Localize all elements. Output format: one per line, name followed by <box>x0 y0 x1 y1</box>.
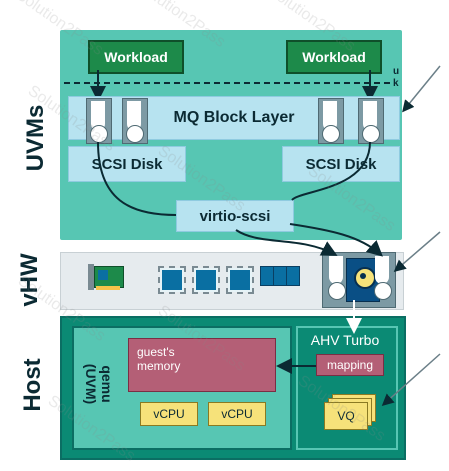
workload-left: Workload <box>88 40 184 74</box>
virtio-scsi: virtio-scsi <box>176 200 294 232</box>
mapping-box: mapping <box>316 354 384 376</box>
scsi-disk-right: SCSI Disk <box>282 146 400 182</box>
queue-icon <box>372 256 392 302</box>
workload-right: Workload <box>286 40 382 74</box>
vq-box: VQ <box>324 402 368 430</box>
queue-icon <box>326 256 346 302</box>
chip-icon <box>226 266 254 294</box>
guests-memory: guest's memory <box>128 338 276 392</box>
queue-icon <box>358 98 384 144</box>
scsi-disk-left-label: SCSI Disk <box>91 155 163 173</box>
memory-module-icon <box>260 266 300 292</box>
callout-line-vq <box>381 353 441 406</box>
vcpu-left: vCPU <box>140 402 198 426</box>
queue-icon <box>122 98 148 144</box>
queue-icon <box>318 98 344 144</box>
curve-virtio-to-vhw-right <box>289 223 383 257</box>
chip-icon <box>192 266 220 294</box>
callout-line-vhw <box>393 231 441 272</box>
chip-icon <box>158 266 186 294</box>
mq-block-layer-label: MQ Block Layer <box>173 109 295 126</box>
scsi-disk-left: SCSI Disk <box>68 146 186 182</box>
scsi-disk-right-label: SCSI Disk <box>305 155 377 173</box>
callout-line-kernel <box>402 65 441 113</box>
curve-right-disk-to-virtio <box>291 141 371 201</box>
user-kernel-marker: u k <box>393 66 400 89</box>
pcie-card-icon <box>88 262 124 292</box>
vcpu-right: vCPU <box>208 402 266 426</box>
curve-virtio-to-vhw-left <box>235 229 338 256</box>
ahv-turbo-label: AHV Turbo <box>310 332 380 348</box>
virtio-scsi-label: virtio-scsi <box>199 207 271 225</box>
curve-left-disk-to-virtio <box>97 141 177 216</box>
queue-icon <box>86 98 112 144</box>
user-kernel-boundary <box>64 82 390 84</box>
